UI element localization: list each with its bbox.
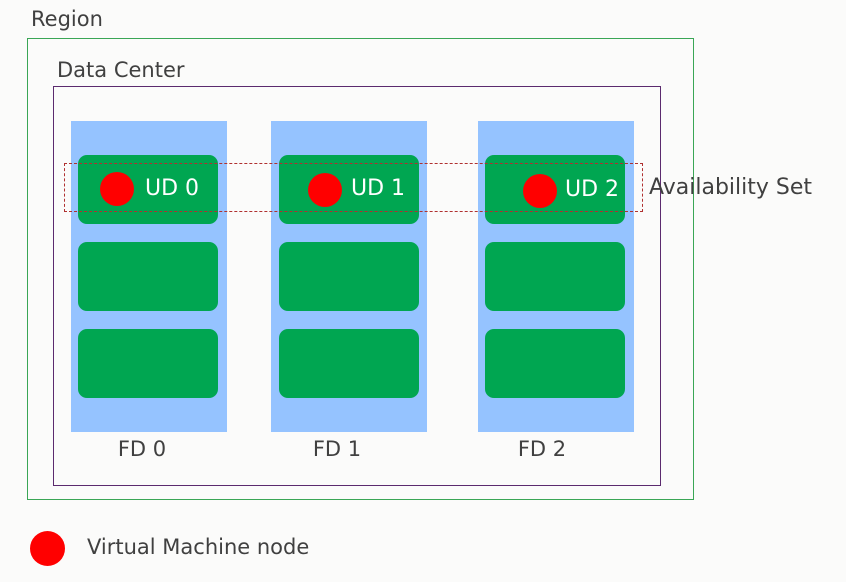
node-slot-fd1-1 [279,155,419,224]
vm-node-dot [100,172,134,206]
node-slot-fd0-2 [78,242,218,311]
legend-vm-node-icon [30,531,65,566]
legend-label: Virtual Machine node [87,535,310,559]
node-slot-fd1-3 [279,329,419,398]
update-domain-label-0: UD 0 [145,176,200,201]
node-slot-fd1-2 [279,242,419,311]
update-domain-label-1: UD 1 [351,176,406,201]
availability-set-label: Availability Set [649,175,813,200]
data-center-label: Data Center [57,58,185,82]
availability-set-box [64,163,643,212]
data-center-box [53,86,661,486]
vm-node-dot [308,173,342,207]
fault-domain-label-1: FD 1 [312,437,362,461]
region-label: Region [31,7,103,31]
vm-node-dot [523,174,557,208]
fault-domain-label-0: FD 0 [117,437,167,461]
update-domain-label-2: UD 2 [565,177,620,202]
fault-domain-label-2: FD 2 [517,437,567,461]
node-slot-fd2-3 [485,329,625,398]
region-box [27,38,694,500]
node-slot-fd0-3 [78,329,218,398]
node-slot-fd2-2 [485,242,625,311]
